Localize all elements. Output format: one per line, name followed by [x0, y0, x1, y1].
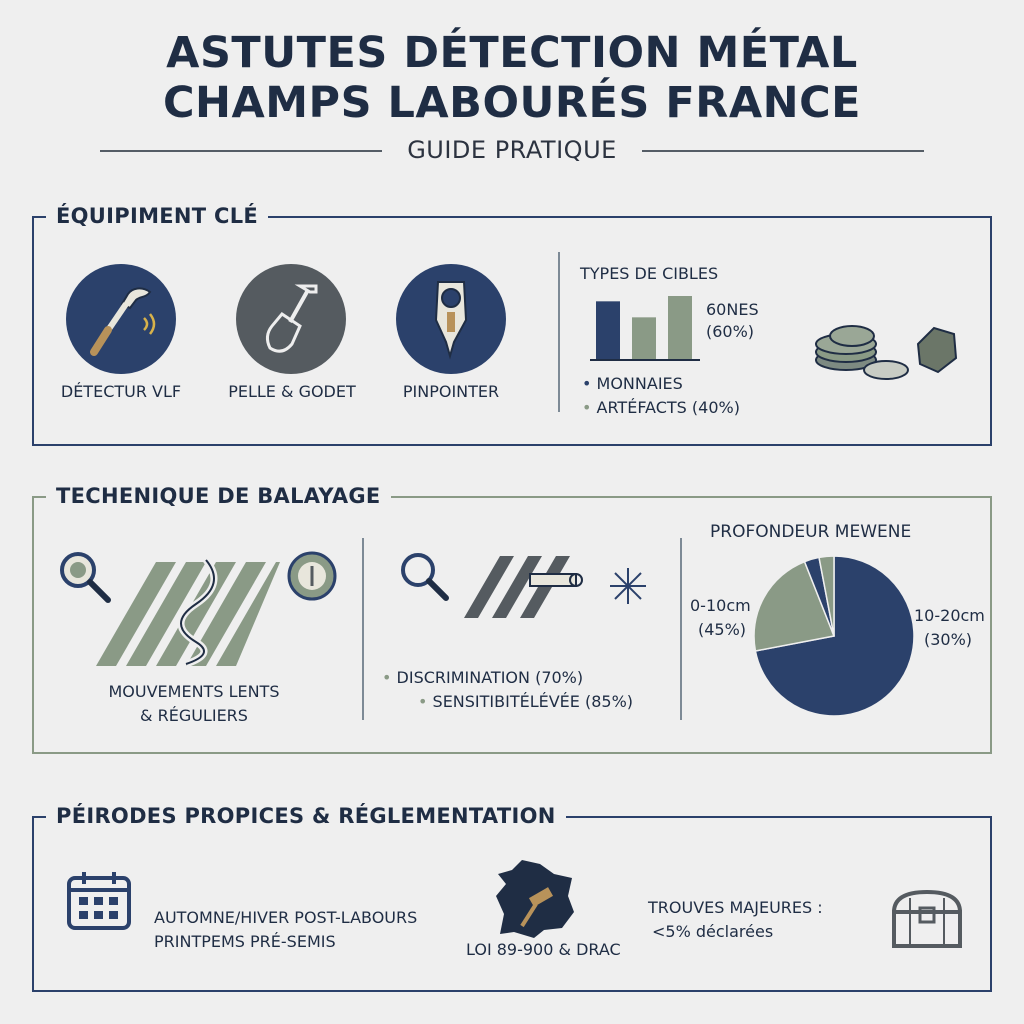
pinpointer-label: PINPOINTER	[402, 382, 500, 401]
page-subtitle: GUIDE PRATIQUE	[407, 136, 617, 164]
depth-label-right-line2: (30%)	[924, 630, 973, 649]
bar-label-line1: 60NES	[706, 300, 759, 319]
technique-section: TECHENIQUE DE BALAYAGE MOUVEMENTS LENTS …	[32, 484, 992, 754]
legend-item-artifacts: • ARTÉFACTS (40%)	[582, 398, 740, 417]
calendar-icon	[67, 872, 131, 930]
page-title-line1: ASTUTES DÉTECTION MÉTAL	[166, 28, 858, 78]
pie-slice-1	[753, 560, 836, 652]
depth-label-left-line1: 0-10cm	[690, 596, 751, 615]
legend-item-coins: • MONNAIES	[582, 374, 683, 393]
pinpointer-icon	[434, 281, 468, 360]
finds-line2: <5% déclarées	[652, 922, 774, 941]
setting-bullet: •	[418, 692, 428, 711]
magnifier-icon	[401, 553, 449, 601]
setting-text: DISCRIMINATION (70%)	[396, 668, 584, 687]
season-line1: AUTOMNE/HIVER POST-LABOURS	[154, 908, 418, 927]
depth-label-left-line2: (45%)	[698, 620, 747, 639]
pie-slice-3	[818, 555, 835, 637]
sweep-lines-icon	[464, 556, 583, 618]
detector-circle	[66, 264, 176, 374]
field-sweep-icon	[96, 557, 280, 668]
targets-title: TYPES DE CIBLES	[580, 264, 719, 283]
metal-detector-icon	[90, 287, 156, 356]
equipment-heading: ÉQUIPIMENT CLÉ	[46, 204, 269, 228]
targets-bar-chart	[590, 296, 700, 361]
shovel-label: PELLE & GODET	[228, 382, 356, 401]
setting-bullet: •	[382, 668, 392, 687]
law-label: LOI 89-900 & DRAC	[466, 940, 621, 959]
technique-divider-2	[680, 538, 682, 720]
setting-discrimination: • DISCRIMINATION (70%)	[382, 668, 583, 687]
setting-text: SENSITIBITÉLÉVÉE (85%)	[432, 692, 634, 711]
bar-label-line2: (60%)	[706, 322, 755, 341]
technique-heading: TECHENIQUE DE BALAYAGE	[46, 484, 391, 508]
equipment-divider	[558, 252, 560, 412]
legend-text: ARTÉFACTS (40%)	[596, 398, 740, 417]
subtitle-row: GUIDE PRATIQUE	[100, 134, 924, 168]
legend-bullet: •	[582, 398, 592, 417]
pinpointer-circle	[396, 264, 506, 374]
subtitle-rule-left	[100, 150, 382, 152]
depth-title: PROFONDEUR MEWENE	[710, 522, 912, 542]
periods-section: PÉIRODES PROPICES & RÉGLEMENTATION AUTOM…	[32, 804, 992, 992]
magnifier-coin-icon	[60, 552, 111, 603]
movement-line1: MOUVEMENTS LENTS	[108, 682, 280, 701]
depth-label-right-line1: 10-20cm	[914, 606, 985, 625]
technique-divider-1	[362, 538, 364, 720]
depth-pie-chart	[753, 555, 915, 717]
setting-sensitivity: • SENSITIBITÉLÉVÉE (85%)	[418, 692, 633, 711]
equipment-section: ÉQUIPIMENT CLÉ DÉTECTUR VLF PELLE & GODE…	[32, 204, 992, 446]
bar-0	[596, 301, 620, 360]
legend-bullet: •	[582, 374, 592, 393]
legend-text: MONNAIES	[596, 374, 683, 393]
bar-2	[668, 296, 692, 360]
season-line2: PRINTPEMS PRÉ-SEMIS	[154, 932, 336, 951]
subtitle-rule-right	[642, 150, 924, 152]
periods-heading: PÉIRODES PROPICES & RÉGLEMENTATION	[46, 804, 566, 828]
coins-icon	[815, 325, 958, 380]
france-map-icon	[496, 860, 574, 938]
shovel-icon	[265, 284, 318, 353]
sparkle-icon	[610, 568, 646, 604]
medal-icon	[287, 551, 337, 601]
shovel-circle	[236, 264, 346, 374]
bar-1	[632, 317, 656, 360]
treasure-chest-icon	[891, 889, 963, 948]
movement-line2: & RÉGULIERS	[140, 706, 248, 725]
finds-line1: TROUVES MAJEURES :	[648, 898, 823, 917]
detector-label: DÉTECTUR VLF	[60, 382, 182, 401]
page-title-line2: CHAMPS LABOURÉS FRANCE	[162, 78, 862, 128]
